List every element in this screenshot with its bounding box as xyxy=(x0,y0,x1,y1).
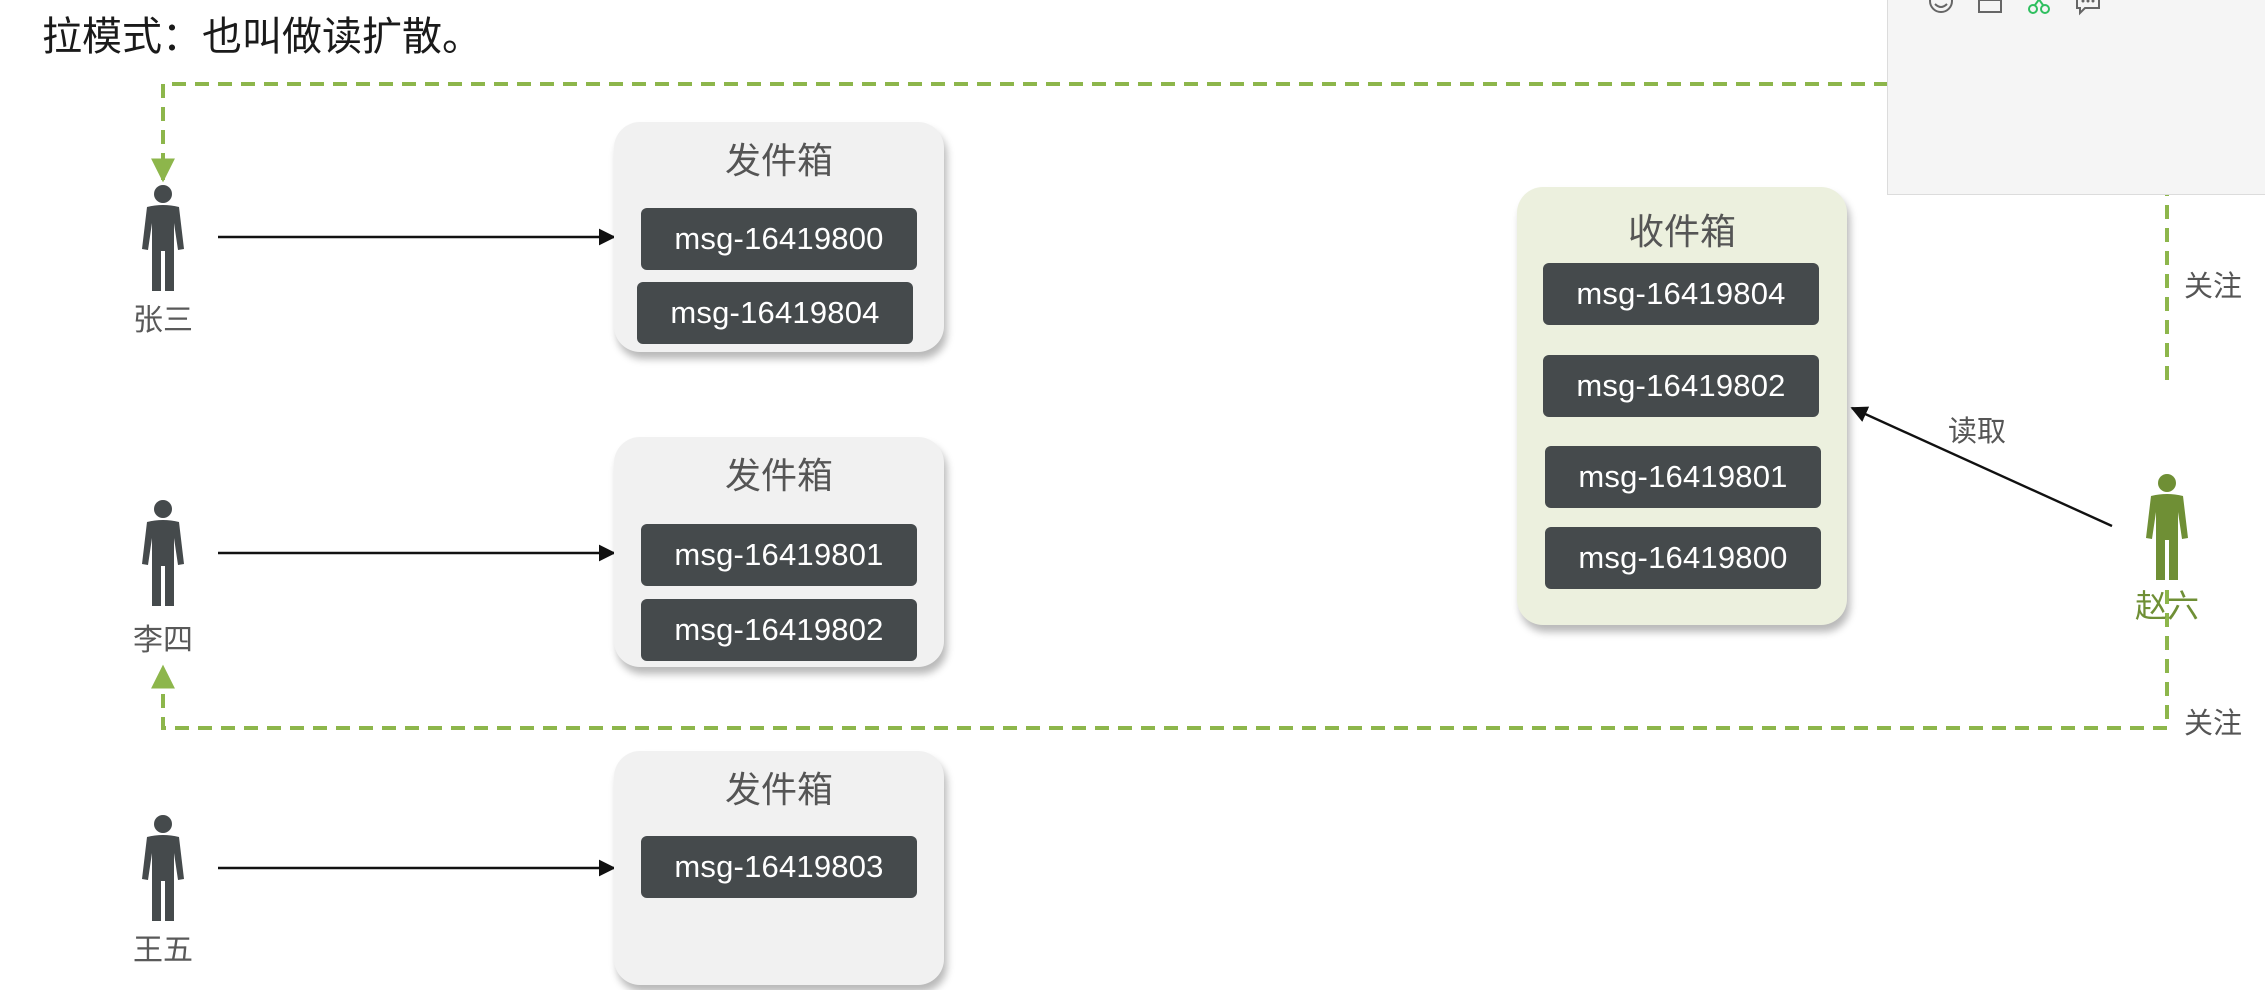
read-label: 读取 xyxy=(1948,414,2007,448)
follow-line-top xyxy=(151,82,2169,380)
window-icon[interactable] xyxy=(1976,0,2004,16)
page-heading: 拉模式：也叫做读扩散。 xyxy=(42,14,482,60)
emoji-icon[interactable] xyxy=(1927,0,1955,16)
person-name-zhaoliu: 赵六 xyxy=(2134,587,2199,625)
message-item: msg-16419800 xyxy=(1545,527,1821,589)
person-wangwu-icon xyxy=(142,815,184,921)
outbox-lisi: 发件箱 msg-16419801 msg-16419802 xyxy=(614,437,944,667)
message-item: msg-16419802 xyxy=(641,599,917,661)
outbox-wangwu: 发件箱 msg-16419803 xyxy=(614,751,944,985)
outbox-zhangsan: 发件箱 msg-16419800 msg-16419804 xyxy=(614,122,944,352)
outbox-title: 发件箱 xyxy=(724,770,833,811)
scissors-icon[interactable] xyxy=(2025,0,2053,16)
read-arrow xyxy=(1850,406,2113,528)
follow-line-bottom xyxy=(151,590,2169,730)
inbox-zhaoliu: 收件箱 msg-16419804 msg-16419802 msg-164198… xyxy=(1517,187,1847,625)
message-item: msg-16419801 xyxy=(1545,446,1821,508)
follow-label-bottom: 关注 xyxy=(2184,706,2243,740)
message-item: msg-16419800 xyxy=(641,208,917,270)
outbox-title: 发件箱 xyxy=(724,141,833,182)
message-item: msg-16419804 xyxy=(1543,263,1819,325)
person-name-lisi: 李四 xyxy=(133,623,193,658)
message-item: msg-16419802 xyxy=(1543,355,1819,417)
message-item: msg-16419803 xyxy=(641,836,917,898)
message-item: msg-16419801 xyxy=(641,524,917,586)
outbox-title: 发件箱 xyxy=(724,456,833,497)
person-lisi-icon xyxy=(142,500,184,606)
person-zhangsan-icon xyxy=(142,185,184,291)
follow-label-top: 关注 xyxy=(2184,269,2243,303)
floating-toolbar-popup[interactable] xyxy=(1887,0,2265,195)
person-zhaoliu-icon xyxy=(2146,474,2188,580)
chat-bubble-icon[interactable] xyxy=(2074,0,2102,16)
person-name-wangwu: 王五 xyxy=(133,933,193,968)
inbox-title: 收件箱 xyxy=(1627,212,1736,253)
message-item: msg-16419804 xyxy=(637,282,913,344)
person-name-zhangsan: 张三 xyxy=(133,303,193,338)
